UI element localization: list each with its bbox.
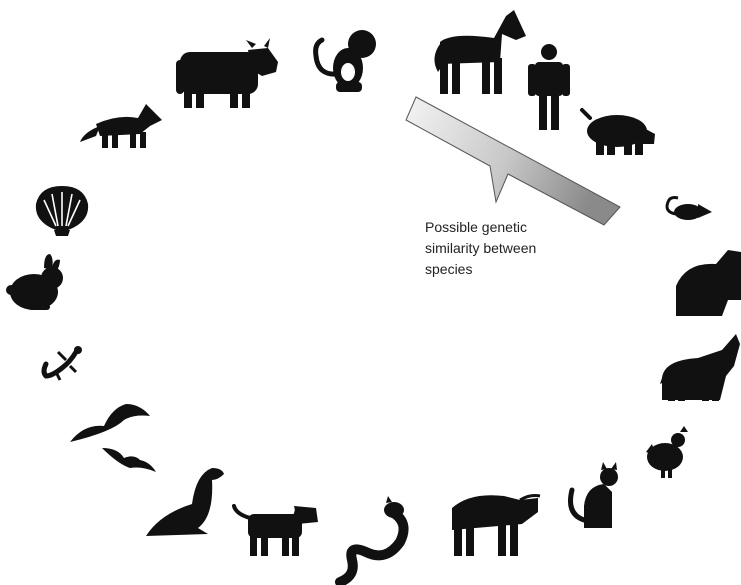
rabbit-icon — [6, 254, 63, 310]
snake-icon — [340, 496, 404, 582]
pig-icon — [582, 110, 655, 155]
monkey-icon — [316, 30, 376, 92]
similarity-caption: Possible genetic similarity between spec… — [425, 217, 595, 280]
fox-icon — [80, 104, 162, 148]
human-icon — [528, 44, 570, 130]
sea-lion-icon — [146, 468, 224, 536]
dog-icon — [234, 506, 318, 556]
caption-line: similarity between — [425, 238, 595, 259]
cow-icon — [176, 38, 278, 108]
horse-icon — [434, 10, 526, 94]
gorilla-icon — [676, 250, 741, 316]
rat-icon — [667, 198, 712, 221]
caption-line: Possible genetic — [425, 217, 595, 238]
caption-line: species — [425, 259, 595, 280]
bats-icon — [70, 404, 156, 472]
wolf-icon — [660, 334, 740, 401]
cat-icon — [571, 462, 619, 528]
lizard-icon — [44, 346, 82, 380]
chicken-icon — [646, 426, 688, 478]
bull-icon — [452, 495, 540, 556]
